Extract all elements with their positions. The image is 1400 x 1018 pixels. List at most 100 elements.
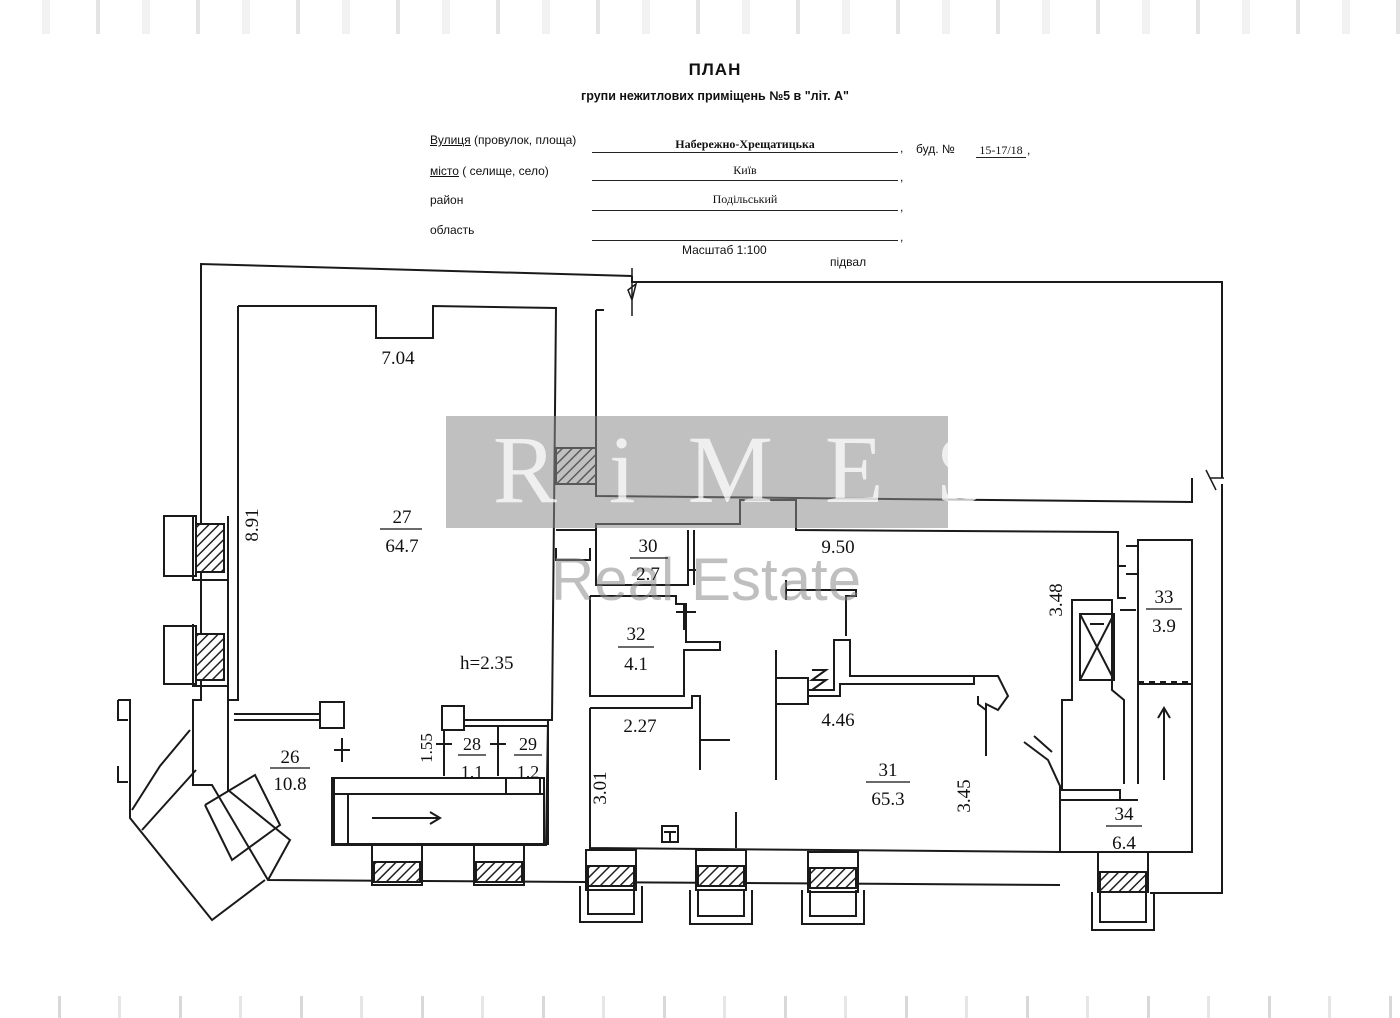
room-number: 34 xyxy=(1115,804,1135,825)
room-31-wall xyxy=(1033,735,1053,753)
room-area: 65.3 xyxy=(871,789,904,810)
district-line xyxy=(592,210,898,211)
street-label: Вулиця (провулок, площа) xyxy=(430,133,577,147)
dimension: 4.46 xyxy=(821,710,854,731)
street-line xyxy=(592,152,898,153)
building-label: буд. № xyxy=(916,142,955,156)
left-wing-wall xyxy=(192,624,228,687)
comma: , xyxy=(900,170,904,184)
room-31-wall xyxy=(808,669,830,691)
stair-landing xyxy=(333,777,545,795)
light-well xyxy=(587,886,635,915)
plan-subtitle: групи нежитлових приміщень №5 в "літ. А" xyxy=(581,89,849,103)
room-number: 31 xyxy=(879,760,898,781)
window-hatch xyxy=(809,867,857,889)
window-hatch xyxy=(1099,871,1147,893)
region-label: область xyxy=(430,223,475,237)
dimension-labels: 7.04 8.91 1.55 9.50 4.46 2.27 3.01 3.45 … xyxy=(242,348,1067,813)
light-well xyxy=(1091,892,1155,931)
room-number: 26 xyxy=(281,747,300,768)
room-31-wall xyxy=(590,695,701,770)
room-30-wall xyxy=(595,530,689,586)
stair-tower xyxy=(117,766,128,783)
room-number: 30 xyxy=(639,536,658,557)
stair-tower xyxy=(141,769,197,831)
room-31-wall xyxy=(776,677,809,705)
room-31-wall xyxy=(974,675,1010,712)
window-hatch xyxy=(697,865,745,887)
dimension: 1.55 xyxy=(417,733,436,763)
room-area: 1.2 xyxy=(517,762,540,782)
room-31-wall xyxy=(808,639,975,697)
stair-box xyxy=(505,777,541,795)
room-number: 32 xyxy=(627,624,646,645)
room-number: 33 xyxy=(1155,587,1174,608)
outer-wall xyxy=(1150,484,1223,894)
comma: , xyxy=(900,200,904,214)
window-hatch xyxy=(195,633,225,681)
window-frame xyxy=(371,844,423,886)
window-frame xyxy=(695,849,747,891)
room-27-wall xyxy=(228,306,239,701)
light-well xyxy=(801,890,865,925)
building-value: 15-17/18 xyxy=(979,143,1023,157)
stair-tower xyxy=(204,773,282,862)
elevator-cross xyxy=(1079,613,1115,681)
window-niche xyxy=(163,515,197,577)
watermark-brand: P R i M E S xyxy=(391,416,1003,523)
street-value: Набережно-Хрещатицька xyxy=(675,137,815,151)
light-well xyxy=(579,886,643,923)
room-labels: 27 64.7 26 10.8 28 1.1 29 1.2 30 2.7 32 … xyxy=(270,507,1182,854)
light-well xyxy=(809,890,857,917)
building-line xyxy=(976,157,1026,158)
room-area: 2.7 xyxy=(636,564,660,585)
level-label: підвал xyxy=(830,255,867,269)
comma: , xyxy=(1027,143,1031,157)
comma: , xyxy=(900,230,904,244)
elevator-shaft xyxy=(1079,613,1115,681)
room-area: 6.4 xyxy=(1112,833,1136,854)
window-hatch xyxy=(373,861,421,883)
window-hatch xyxy=(195,523,225,573)
room-31-wall xyxy=(1023,599,1125,801)
dimension: 3.48 xyxy=(1046,583,1067,616)
light-well xyxy=(1099,892,1147,923)
room-height: h=2.35 xyxy=(460,653,513,674)
window-frame xyxy=(807,851,859,893)
break-mark xyxy=(1205,469,1224,491)
stair-tower xyxy=(131,729,191,811)
room-31-wall xyxy=(555,548,591,561)
dimension: 7.04 xyxy=(381,348,415,369)
stair-tower xyxy=(117,700,128,721)
stair-tower xyxy=(118,699,266,922)
break-mark xyxy=(627,268,638,316)
window-niche xyxy=(163,625,197,685)
window-hatch xyxy=(475,861,523,883)
left-wing-wall xyxy=(192,516,228,581)
dimension: 3.45 xyxy=(954,779,975,812)
dimension: 9.50 xyxy=(821,537,854,558)
stair-arrow-head xyxy=(429,811,442,825)
plan-title: ПЛАН xyxy=(688,60,742,79)
room-31-wall xyxy=(1117,566,1126,599)
window-frame xyxy=(585,849,637,891)
room-area: 1.1 xyxy=(461,762,484,782)
city-label: місто ( селище, село) xyxy=(430,164,549,178)
column xyxy=(441,705,465,731)
room-32-wall xyxy=(589,595,721,697)
room-area: 3.9 xyxy=(1152,616,1176,637)
watermark-tagline: Real Estate xyxy=(551,546,861,613)
bottom-wall xyxy=(589,708,1061,853)
dimension: 8.91 xyxy=(242,508,263,541)
light-well xyxy=(697,890,745,917)
city-value: Київ xyxy=(733,163,757,177)
city-line xyxy=(592,180,898,181)
room-area: 10.8 xyxy=(273,774,306,795)
stair-arrow-head xyxy=(1157,706,1171,719)
light-well xyxy=(689,890,753,925)
scale-label: Масштаб 1:100 xyxy=(682,243,767,257)
dimension: 2.27 xyxy=(623,716,656,737)
district-label: район xyxy=(430,193,464,207)
watermark-box xyxy=(446,416,948,528)
